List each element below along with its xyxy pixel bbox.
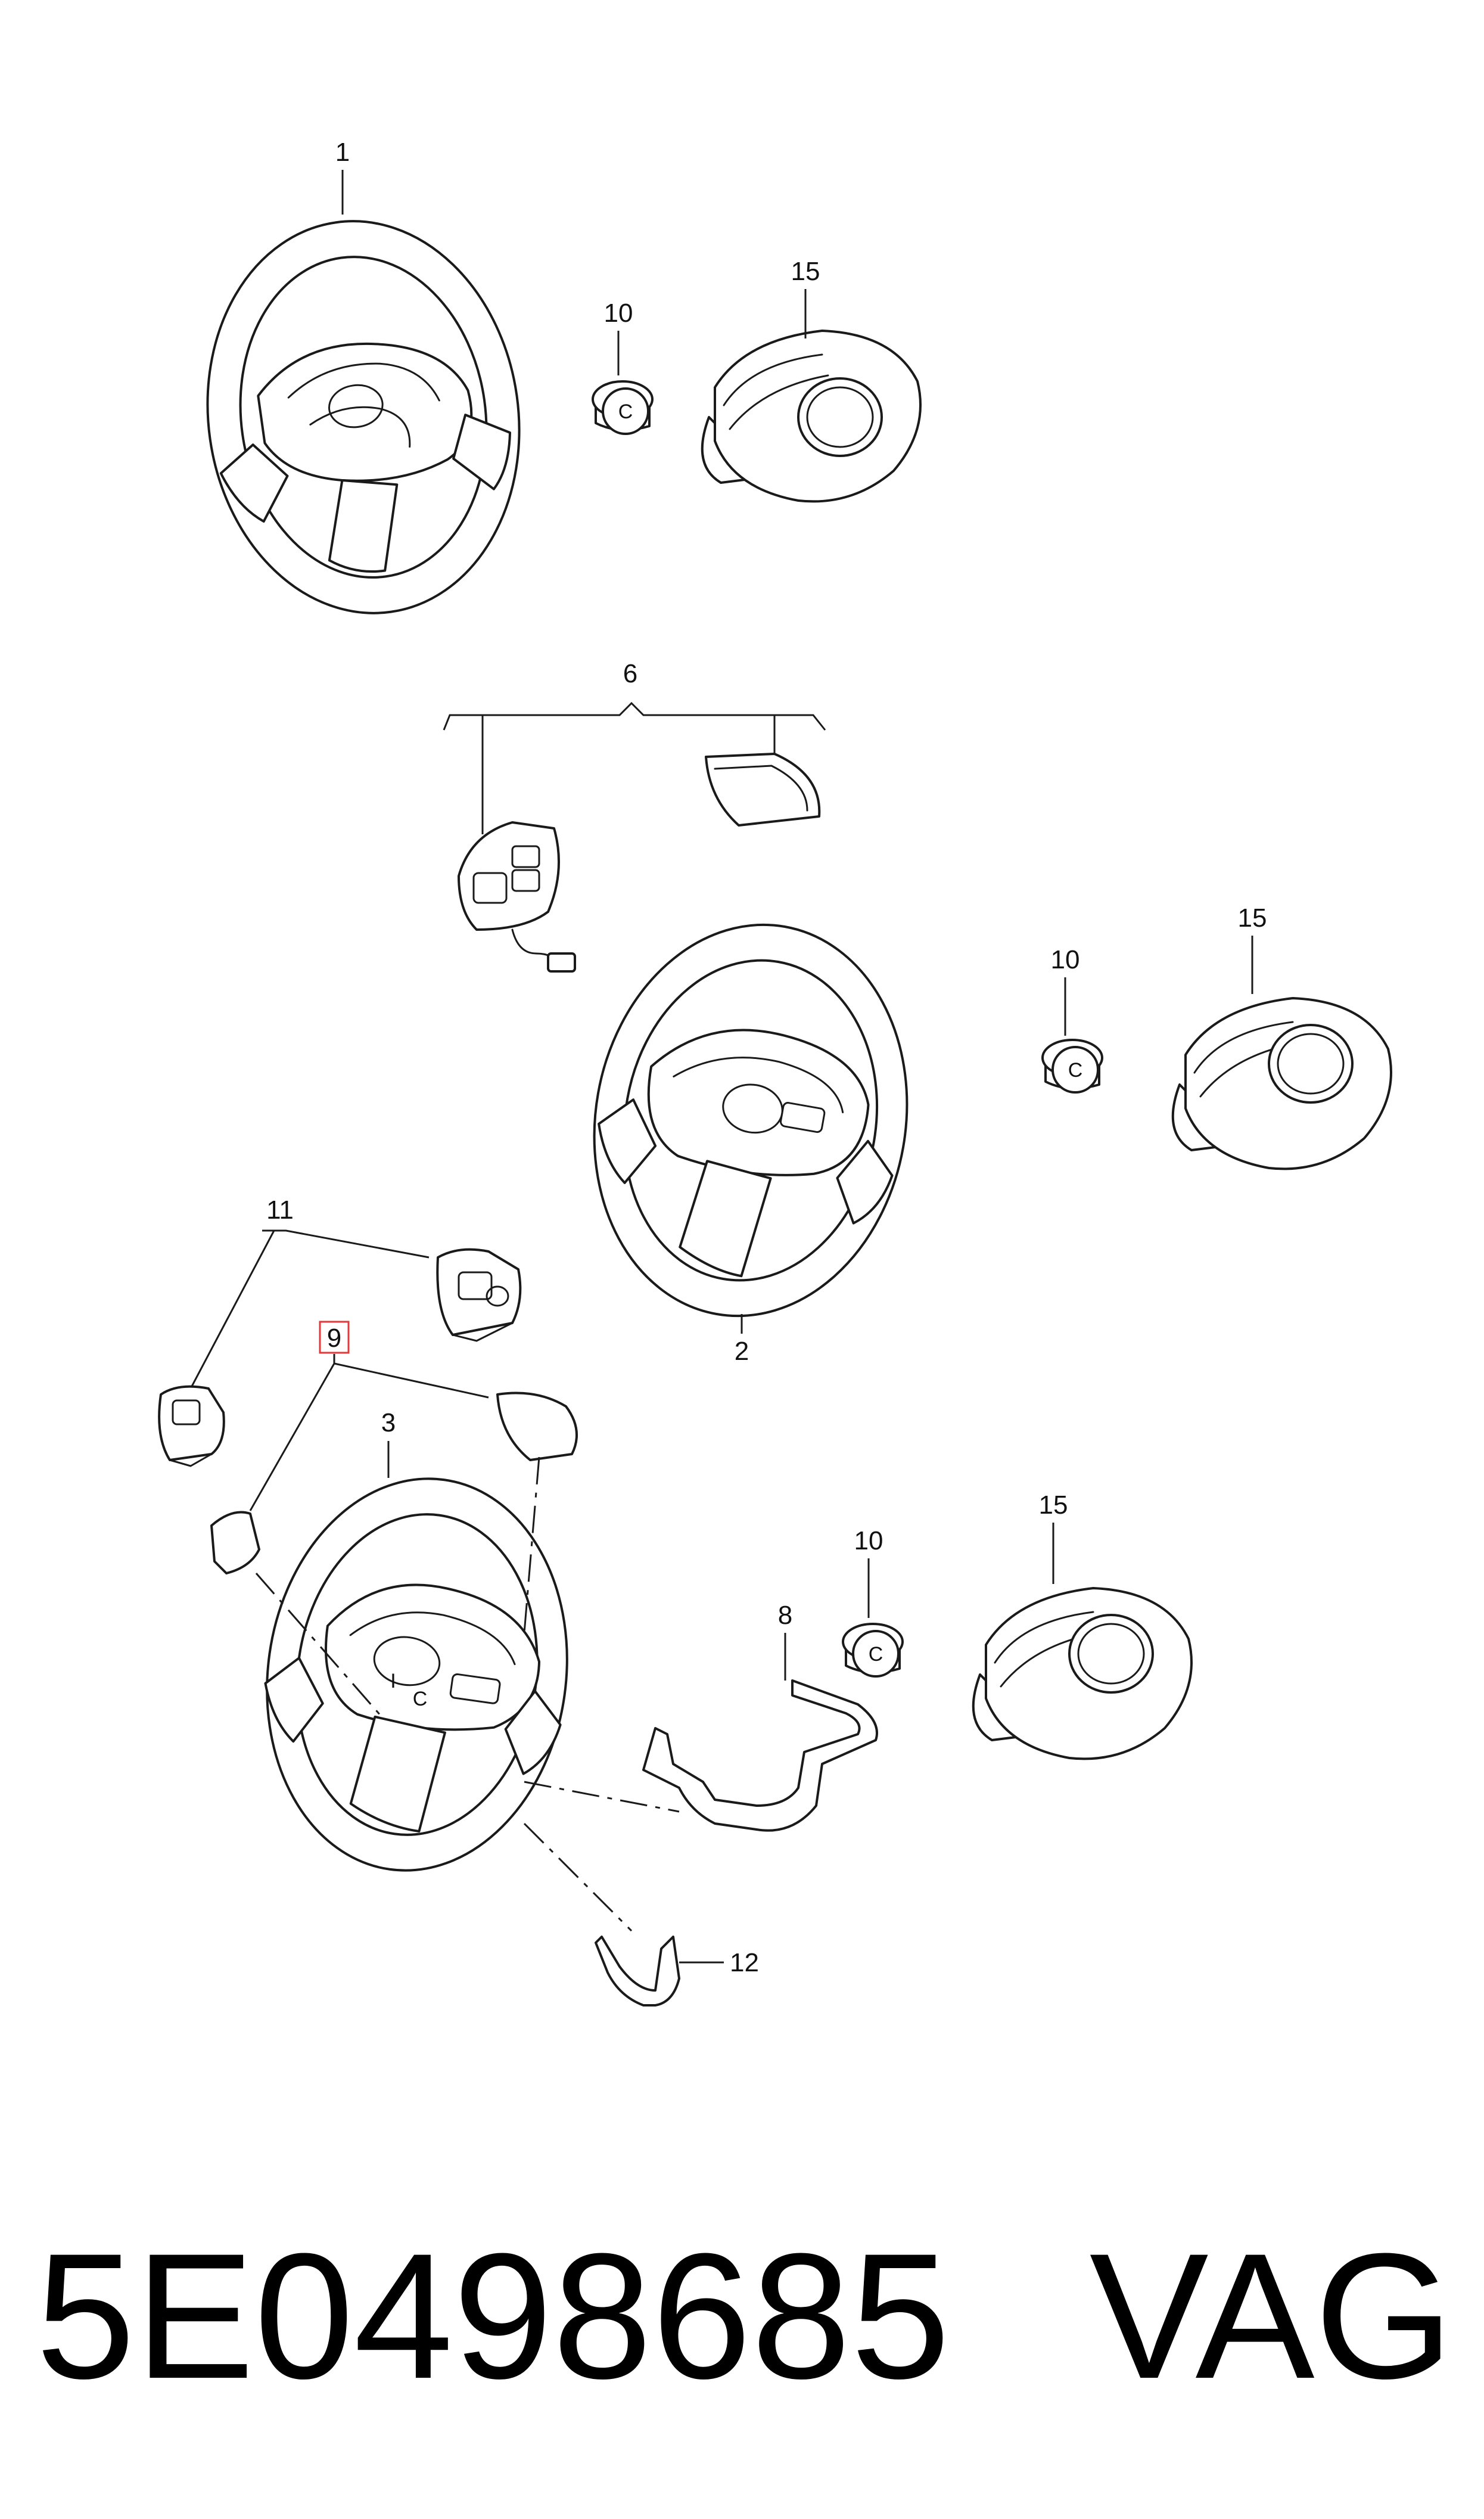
callout-2: 2 bbox=[735, 1337, 749, 1366]
steering-wheel-3 bbox=[264, 1477, 568, 1872]
callout-10-top: 10 bbox=[604, 299, 633, 328]
cap-10-top: C bbox=[592, 380, 654, 435]
callout-9-highlight-box bbox=[319, 1321, 350, 1354]
callout-12: 12 bbox=[730, 1948, 759, 1977]
svg-text:C: C bbox=[413, 1688, 428, 1710]
brand-label: VAG bbox=[1090, 2216, 1454, 2416]
airbag-module-15-middle bbox=[1171, 997, 1392, 1170]
svg-text:I: I bbox=[390, 1670, 396, 1692]
callout-1: 1 bbox=[335, 138, 350, 167]
cap-10-bottom: C bbox=[842, 1623, 904, 1678]
callout-8: 8 bbox=[778, 1601, 792, 1630]
callout-10-middle: 10 bbox=[1051, 945, 1080, 974]
steering-wheel-2 bbox=[593, 923, 909, 1318]
airbag-module-15-top bbox=[701, 330, 922, 503]
svg-text:C: C bbox=[618, 400, 633, 423]
trim-frame-8 bbox=[642, 1679, 878, 1832]
callout-3: 3 bbox=[381, 1408, 396, 1437]
callout-9: 9 bbox=[327, 1324, 341, 1353]
svg-text:C: C bbox=[869, 1643, 883, 1666]
part-number-label: 5E0498685 bbox=[36, 2216, 950, 2416]
multifunction-switch-11-right bbox=[436, 1248, 522, 1342]
svg-text:C: C bbox=[1068, 1059, 1083, 1082]
lower-trim-12 bbox=[595, 1936, 680, 2006]
callout-15-middle: 15 bbox=[1238, 903, 1267, 933]
switch-cover-9-right bbox=[496, 1391, 578, 1461]
switch-cover-9-left bbox=[210, 1511, 260, 1574]
callout-11: 11 bbox=[266, 1195, 294, 1225]
multifunction-switch-6 bbox=[458, 821, 576, 973]
callout-15-bottom: 15 bbox=[1039, 1490, 1068, 1520]
multifunction-switch-11-left bbox=[158, 1385, 225, 1467]
airbag-module-15-bottom bbox=[972, 1587, 1193, 1760]
trim-cover-6 bbox=[705, 753, 821, 827]
callout-10-bottom: 10 bbox=[854, 1526, 883, 1555]
steering-wheel-1 bbox=[206, 220, 521, 614]
callout-6: 6 bbox=[623, 659, 637, 688]
cap-10-middle: C bbox=[1041, 1039, 1103, 1094]
callout-15-top: 15 bbox=[791, 257, 820, 286]
